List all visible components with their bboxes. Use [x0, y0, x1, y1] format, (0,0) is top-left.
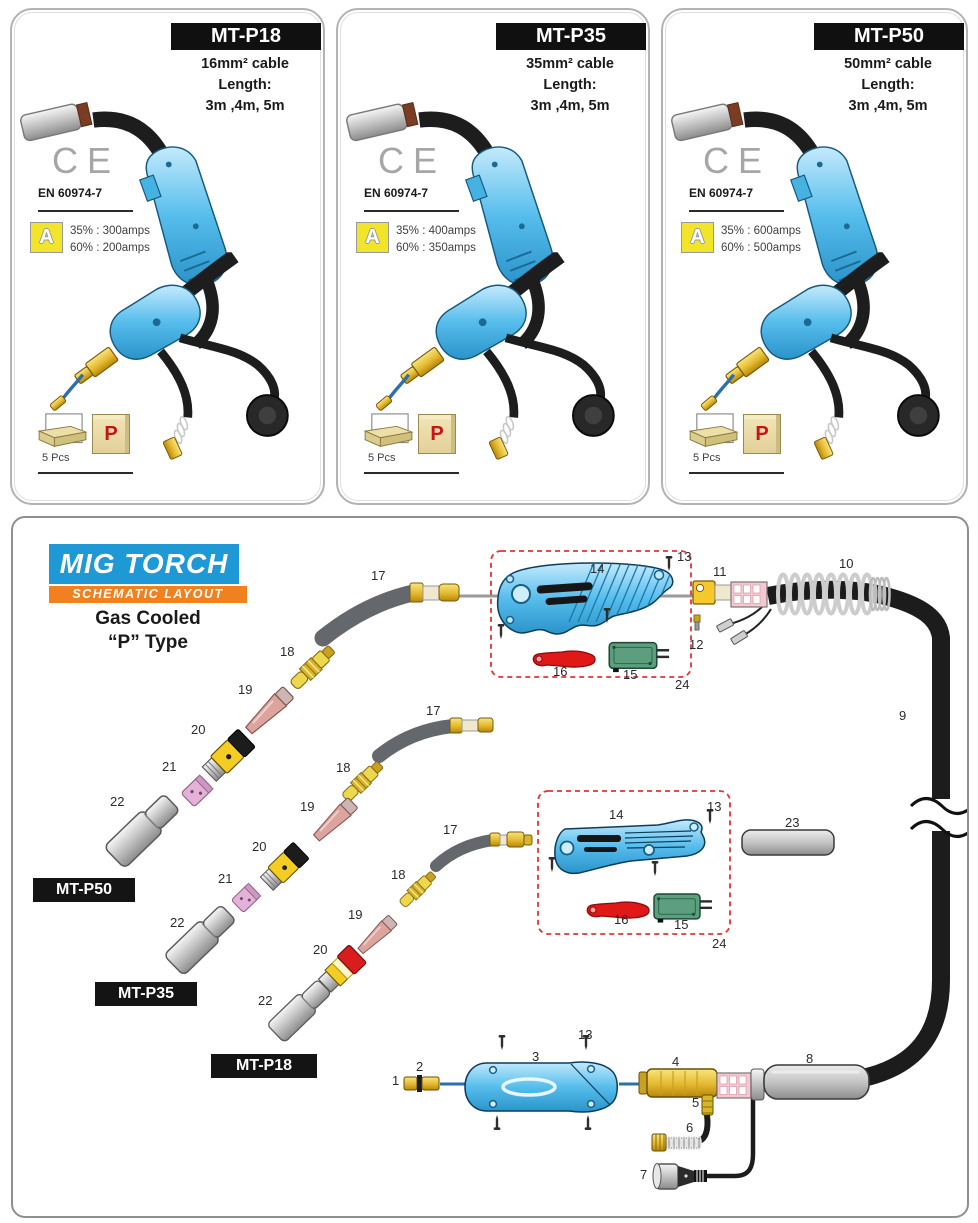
part-label-10: 10 [839, 556, 854, 571]
amperage-icon: A [681, 222, 714, 253]
part-label-22: 22 [258, 993, 273, 1008]
schematic-title: MIG TORCH [49, 544, 239, 584]
standard-label: EN 60974-7 [38, 186, 103, 200]
model-badge-mt-p35: MT-P35 [95, 982, 197, 1006]
part-label-6: 6 [686, 1120, 694, 1135]
part-label-5: 5 [692, 1095, 700, 1110]
part-label-23: 23 [785, 815, 800, 830]
pack-quantity: 5 Pcs [693, 452, 721, 464]
torch-type-label: “P” Type [108, 632, 188, 653]
part-label-7: 7 [640, 1167, 648, 1182]
product-card-mt-p50: MT-P50 50mm² cable Length: 3m ,4m, 5m CE… [661, 8, 968, 505]
part-label-4: 4 [672, 1054, 680, 1069]
p-type-box-icon: P [743, 414, 781, 454]
part-label-21: 21 [218, 871, 233, 886]
part-label-13: 13 [707, 799, 722, 814]
part-label-19: 19 [348, 907, 363, 922]
cable-spec: 16mm² cable [201, 56, 289, 72]
spec-block: 16mm² cable Length: 3m ,4m, 5m [170, 54, 320, 117]
part-label-17: 17 [426, 703, 441, 718]
length-values: 3m ,4m, 5m [205, 98, 285, 115]
part-label-20: 20 [313, 942, 328, 957]
part-label-13: 13 [578, 1027, 593, 1042]
model-title-bar: MT-P50 [814, 23, 964, 50]
length-values: 3m ,4m, 5m [530, 98, 610, 115]
part-label-18: 18 [336, 760, 351, 775]
part-label-15: 15 [674, 917, 689, 932]
length-values: 3m ,4m, 5m [848, 98, 928, 115]
product-card-mt-p18: MT-P18 16mm² cable Length: 3m ,4m, 5m CE… [10, 8, 325, 505]
pack-box-icon [362, 412, 416, 454]
part-label-24: 24 [712, 936, 727, 951]
part-label-14: 14 [609, 807, 624, 822]
divider [38, 210, 133, 212]
divider [38, 472, 133, 474]
cable-spec: 50mm² cable [844, 56, 932, 72]
part-label-13: 13 [677, 549, 692, 564]
part-label-24: 24 [675, 677, 690, 692]
amperage-icon: A [30, 222, 63, 253]
standard-label: EN 60974-7 [689, 186, 754, 200]
pack-quantity: 5 Pcs [368, 452, 396, 464]
part-label-21: 21 [162, 759, 177, 774]
part-label-19: 19 [238, 682, 253, 697]
pack-box-icon [687, 412, 741, 454]
duty-cycle: 35% : 400amps 60% : 350amps [396, 225, 476, 254]
divider [689, 472, 784, 474]
part-label-3: 3 [532, 1049, 540, 1064]
length-label: Length: [218, 77, 272, 94]
model-badge-mt-p18: MT-P18 [211, 1054, 317, 1078]
spec-block: 50mm² cable Length: 3m ,4m, 5m [813, 54, 963, 117]
part-label-11: 11 [713, 564, 727, 579]
cooling-type-label: Gas Cooled [95, 608, 201, 629]
model-title-bar: MT-P35 [496, 23, 646, 50]
part-label-14: 14 [590, 561, 605, 576]
part-label-18: 18 [391, 867, 406, 882]
schematic-diagram [103, 550, 967, 1190]
part-label-20: 20 [191, 722, 206, 737]
standard-label: EN 60974-7 [364, 186, 429, 200]
part-label-16: 16 [614, 912, 629, 927]
cable-spec: 35mm² cable [526, 56, 614, 72]
pack-quantity: 5 Pcs [42, 452, 70, 464]
pack-box-icon [36, 412, 90, 454]
spec-block: 35mm² cable Length: 3m ,4m, 5m [495, 54, 645, 117]
schematic-subtitle-bar: SCHEMATIC LAYOUT [49, 586, 247, 603]
part-label-8: 8 [806, 1051, 814, 1066]
part-label-15: 15 [623, 667, 638, 682]
model-badge-mt-p50: MT-P50 [33, 878, 135, 902]
length-label: Length: [861, 77, 915, 94]
part-label-16: 16 [553, 664, 568, 679]
p-type-box-icon: P [92, 414, 130, 454]
part-label-9: 9 [899, 708, 907, 723]
part-label-2: 2 [416, 1059, 424, 1074]
part-label-17: 17 [443, 822, 458, 837]
part-label-1: 1 [392, 1073, 400, 1088]
ce-mark: CE [52, 140, 121, 181]
divider [364, 210, 459, 212]
p-type-box-icon: P [418, 414, 456, 454]
amperage-icon: A [356, 222, 389, 253]
duty-cycle: 35% : 300amps 60% : 200amps [70, 225, 150, 254]
divider [689, 210, 784, 212]
model-title-bar: MT-P18 [171, 23, 321, 50]
part-label-19: 19 [300, 799, 315, 814]
part-label-20: 20 [252, 839, 267, 854]
schematic-panel: MIG TORCH SCHEMATIC LAYOUT Gas Cooled “P… [11, 516, 969, 1218]
part-label-12: 12 [689, 637, 704, 652]
part-label-17: 17 [371, 568, 386, 583]
part-label-22: 22 [170, 915, 185, 930]
part-label-18: 18 [280, 644, 295, 659]
divider [364, 472, 459, 474]
product-card-mt-p35: MT-P35 35mm² cable Length: 3m ,4m, 5m CE… [336, 8, 650, 505]
ce-mark: CE [378, 140, 447, 181]
length-label: Length: [543, 77, 597, 94]
part-label-22: 22 [110, 794, 125, 809]
duty-cycle: 35% : 600amps 60% : 500amps [721, 225, 801, 254]
ce-mark: CE [703, 140, 772, 181]
